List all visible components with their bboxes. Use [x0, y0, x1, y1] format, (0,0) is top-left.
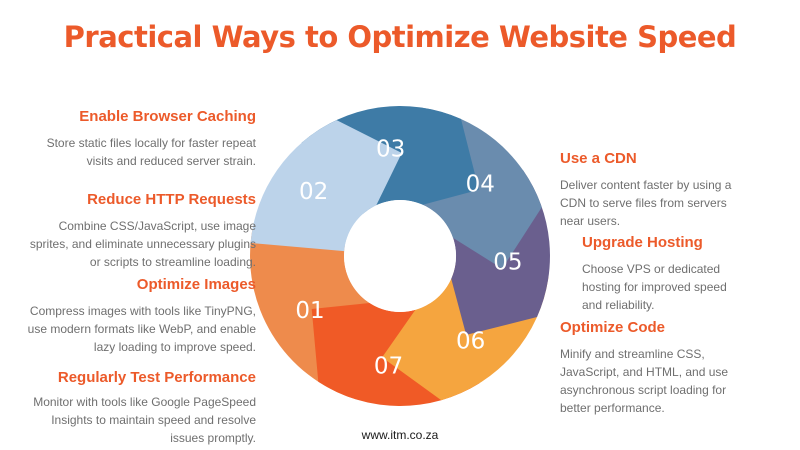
- step-04-heading: Upgrade Hosting: [582, 234, 703, 251]
- step-03-heading: Use a CDN: [560, 150, 637, 167]
- step-07-block: Regularly Test Performance Monitor with …: [20, 369, 256, 447]
- step-07-heading: Regularly Test Performance: [57, 369, 256, 386]
- page-title: Practical Ways to Optimize Website Speed: [63, 20, 737, 54]
- step-06-description: Compress images with tools like TinyPNG,…: [27, 304, 256, 354]
- center-hole: [344, 200, 456, 312]
- step-01-heading: Reduce HTTP Requests: [87, 191, 256, 208]
- step-04-description: Choose VPS or dedicated hosting for impr…: [582, 262, 727, 312]
- step-01-description: Combine CSS/JavaScript, use image sprite…: [29, 219, 256, 269]
- step-02-block: Enable Browser Caching Store static file…: [40, 108, 256, 170]
- step-04-number: 04: [466, 172, 495, 198]
- step-05-number: 05: [493, 250, 522, 276]
- step-06-block: Optimize Images Compress images with too…: [20, 276, 256, 356]
- step-03-description: Deliver content faster by using a CDN to…: [560, 178, 732, 228]
- step-05-block: Optimize Code Minify and streamline CSS,…: [560, 319, 740, 417]
- segment-02: [250, 120, 402, 252]
- step-07-description: Monitor with tools like Google PageSpeed…: [33, 395, 256, 445]
- step-07-number: 07: [374, 353, 403, 379]
- step-06-heading: Optimize Images: [136, 276, 256, 293]
- footer-url: www.itm.co.za: [361, 428, 439, 442]
- step-01-number: 01: [295, 298, 324, 324]
- step-02-description: Store static files locally for faster re…: [46, 136, 256, 168]
- step-06-number: 06: [456, 328, 485, 354]
- step-04-block: Upgrade Hosting Choose VPS or dedicated …: [582, 234, 742, 314]
- step-03-block: Use a CDN Deliver content faster by usin…: [560, 150, 740, 230]
- step-03-number: 03: [376, 136, 405, 162]
- step-02-heading: Enable Browser Caching: [79, 108, 256, 125]
- step-01-block: Reduce HTTP Requests Combine CSS/JavaScr…: [20, 191, 256, 271]
- step-05-description: Minify and streamline CSS, JavaScript, a…: [560, 347, 729, 415]
- step-05-heading: Optimize Code: [560, 319, 666, 336]
- step-02-number: 02: [299, 179, 328, 205]
